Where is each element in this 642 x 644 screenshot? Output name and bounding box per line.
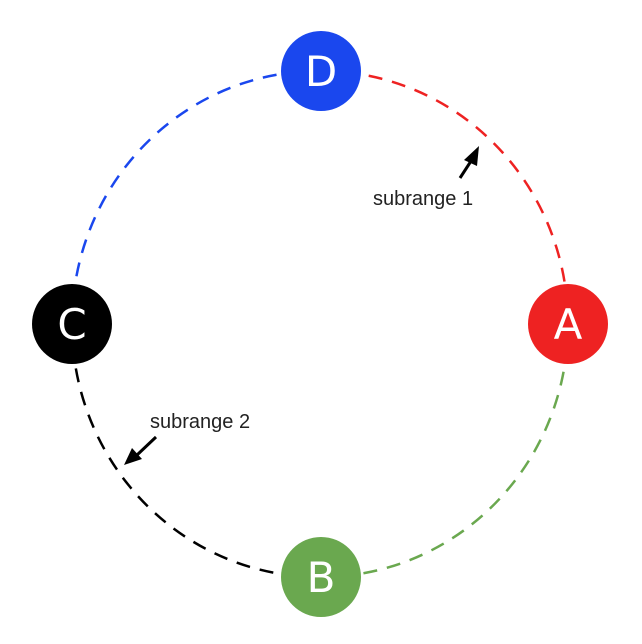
arc-d-to-a	[320, 69, 570, 325]
arc-a-to-b	[320, 323, 570, 579]
node-d-label: D	[305, 47, 337, 96]
subrange-2-label: subrange 2	[150, 411, 250, 433]
subrange-1-label: subrange 1	[373, 188, 473, 210]
node-c: C	[32, 284, 112, 364]
subrange-2-arrow-icon	[124, 435, 158, 465]
node-d: D	[281, 31, 361, 111]
node-b: B	[281, 537, 361, 617]
subrange-1-arrow-icon	[458, 146, 479, 179]
node-a-label: A	[554, 300, 583, 349]
node-b-label: B	[307, 553, 336, 602]
arc-c-to-d	[70, 69, 322, 325]
arc-b-to-c	[70, 323, 322, 579]
node-a: A	[528, 284, 608, 364]
node-c-label: C	[57, 300, 86, 349]
